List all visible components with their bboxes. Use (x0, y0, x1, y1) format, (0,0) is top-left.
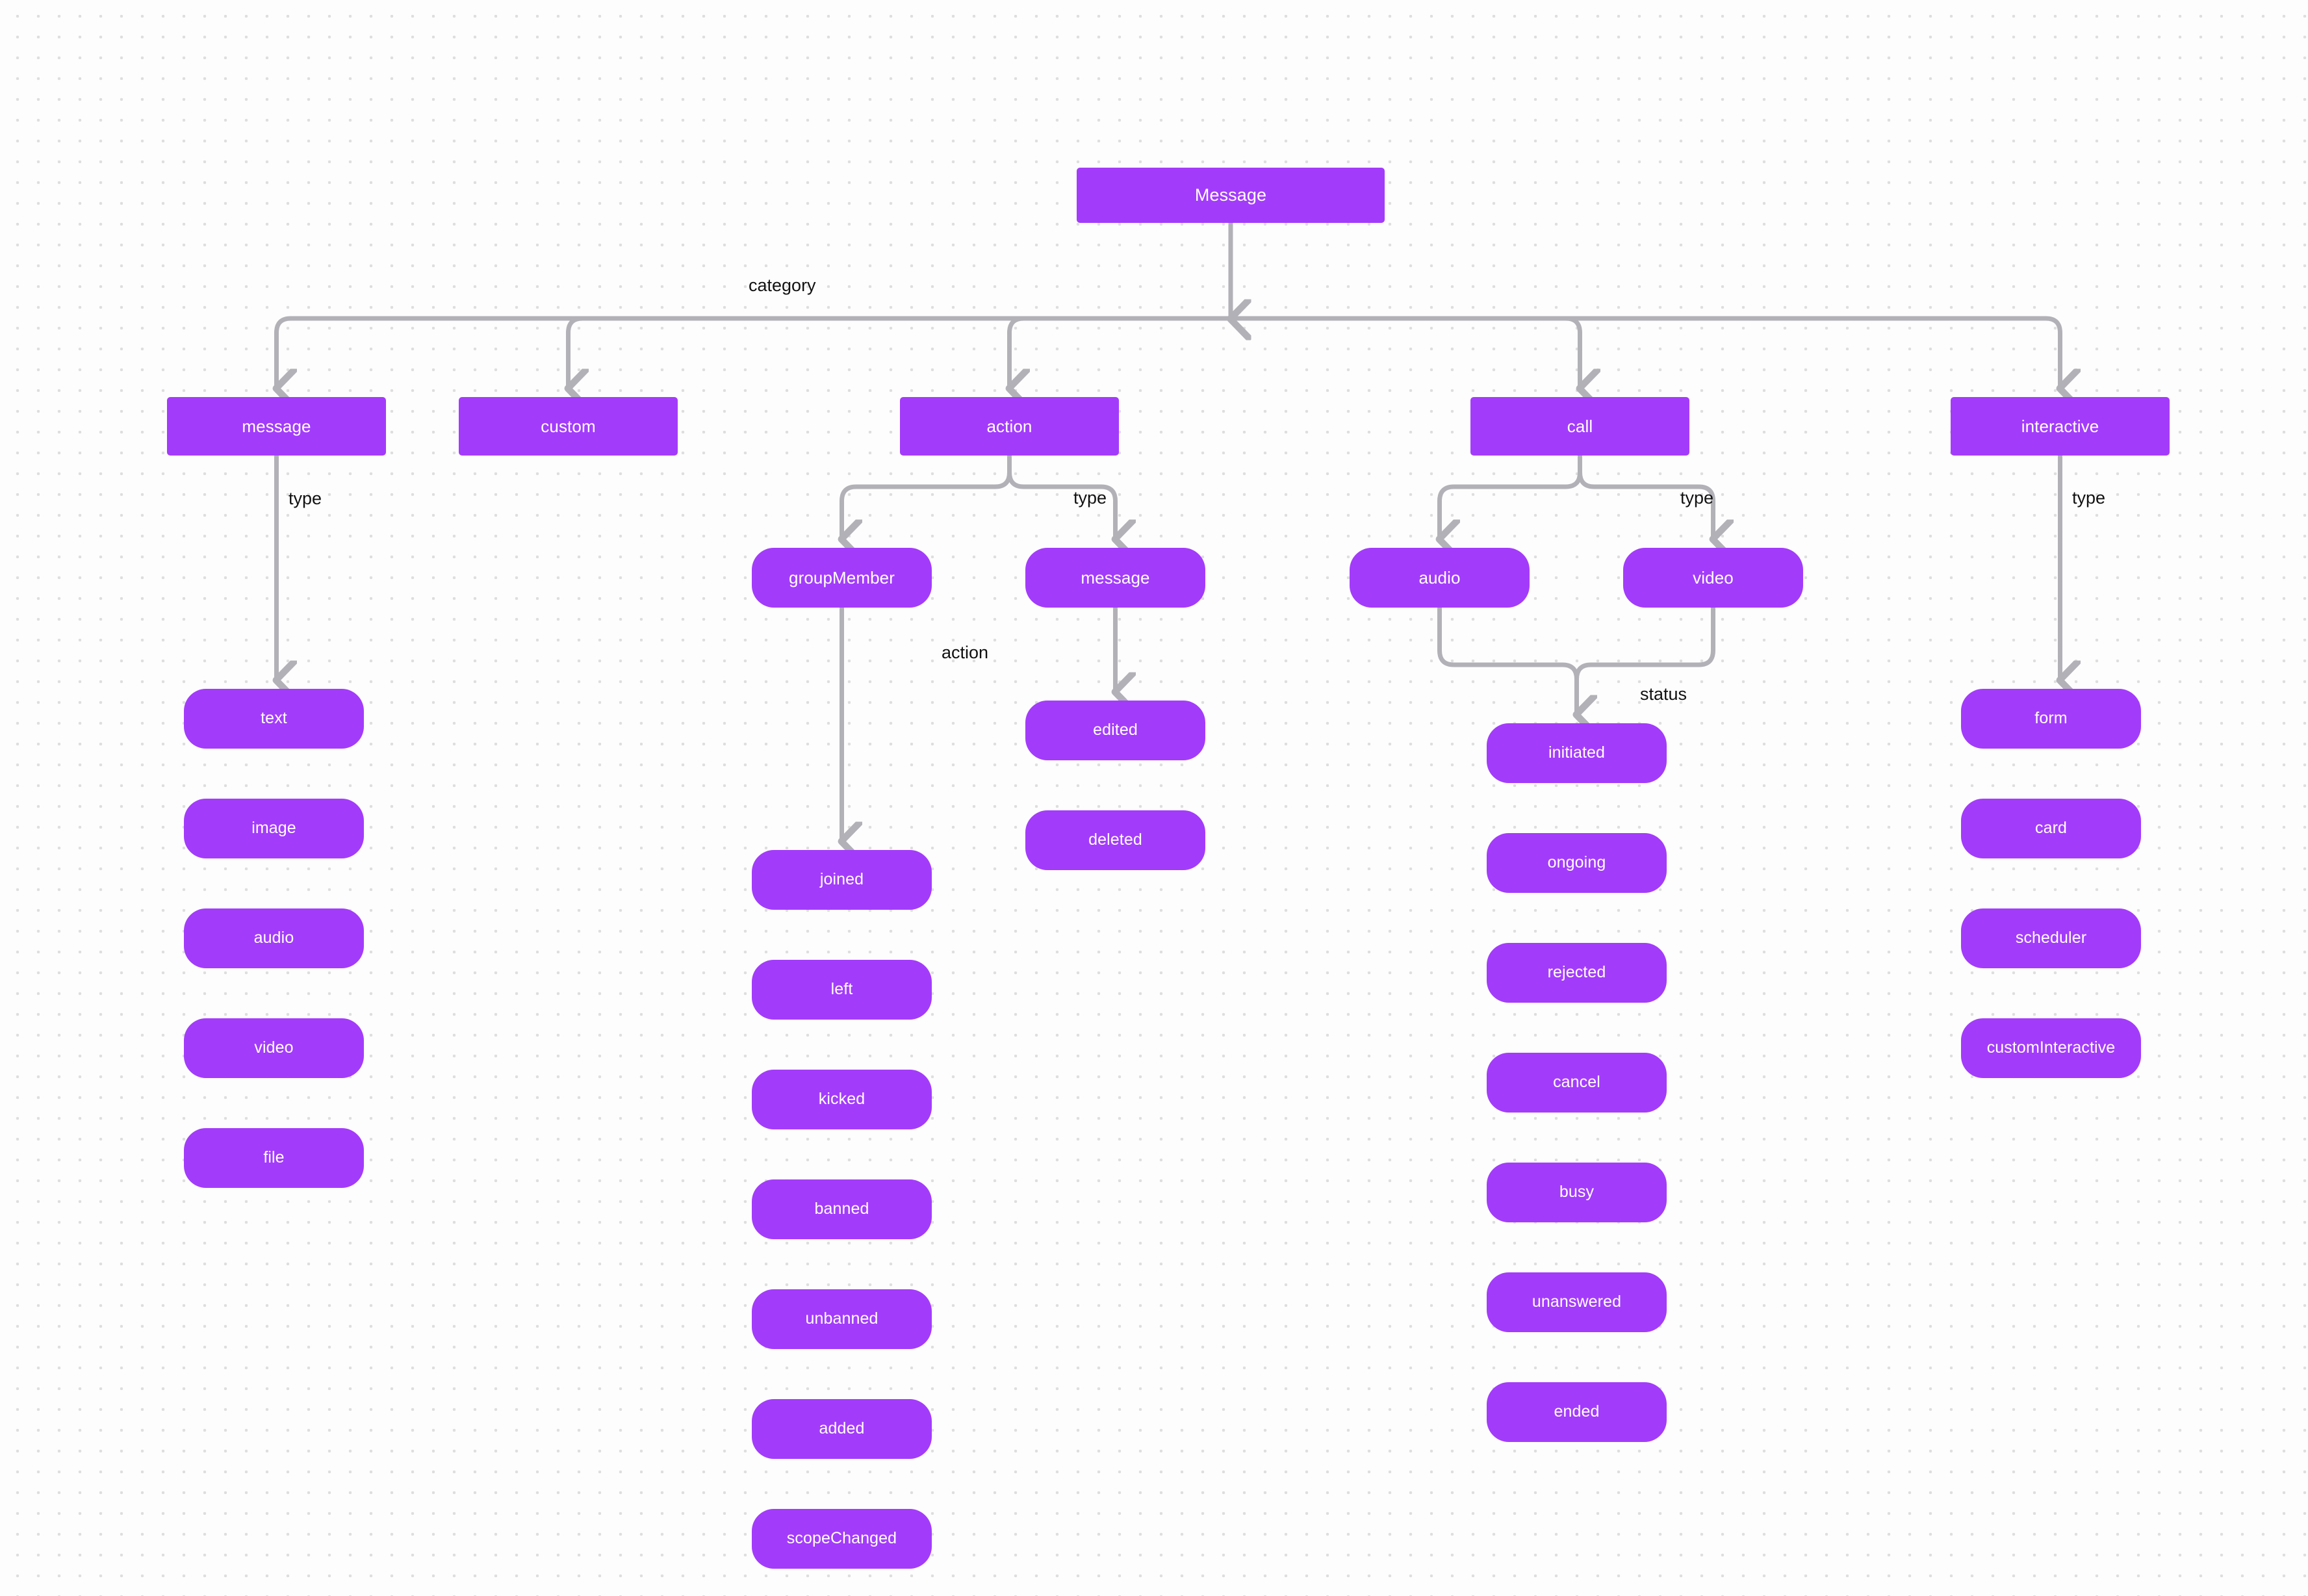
node-mid-video-3[interactable]: video (1623, 548, 1803, 608)
node-leaf-deleted[interactable]: deleted (1025, 810, 1205, 870)
node-label: deleted (1088, 830, 1142, 849)
node-leaf-file[interactable]: file (184, 1128, 364, 1188)
node-category-action[interactable]: action (900, 397, 1119, 456)
edge-label-type-4: type (2072, 488, 2106, 508)
node-label: ongoing (1547, 853, 1606, 872)
node-leaf-scope-changed[interactable]: scopeChanged (752, 1509, 932, 1569)
node-label: Message (1194, 185, 1267, 205)
node-leaf-video[interactable]: video (184, 1018, 364, 1078)
node-mid-audio-2[interactable]: audio (1350, 548, 1530, 608)
node-label: custom (541, 416, 596, 436)
node-label: video (254, 1038, 294, 1057)
node-leaf-kicked[interactable]: kicked (752, 1070, 932, 1129)
node-label: file (263, 1148, 285, 1167)
node-label: left (830, 980, 853, 999)
node-label: unbanned (805, 1309, 878, 1328)
node-leaf-custom-interactive[interactable]: customInteractive (1961, 1018, 2141, 1078)
node-label: rejected (1547, 963, 1606, 982)
edge (569, 316, 1233, 388)
node-leaf-left[interactable]: left (752, 960, 932, 1020)
node-label: customInteractive (1986, 1038, 2116, 1057)
node-leaf-initiated[interactable]: initiated (1487, 723, 1667, 783)
node-leaf-ongoing[interactable]: ongoing (1487, 833, 1667, 893)
node-label: busy (1559, 1183, 1595, 1202)
edge (1440, 453, 1582, 539)
node-label: interactive (2021, 416, 2099, 436)
edge-label-category-0: category (749, 276, 816, 295)
node-leaf-edited[interactable]: edited (1025, 701, 1205, 760)
node-label: image (251, 819, 296, 838)
edge (842, 453, 1012, 539)
node-leaf-rejected[interactable]: rejected (1487, 943, 1667, 1003)
edge (277, 316, 1233, 388)
node-label: form (2034, 709, 2068, 728)
node-leaf-card[interactable]: card (1961, 799, 2141, 858)
edge (1228, 316, 1580, 388)
node-category-call[interactable]: call (1470, 397, 1689, 456)
node-leaf-unbanned[interactable]: unbanned (752, 1289, 932, 1349)
node-label: audio (253, 929, 294, 947)
edge-label-type-2: type (1073, 488, 1107, 508)
node-leaf-ended[interactable]: ended (1487, 1382, 1667, 1442)
edge (1228, 316, 2060, 388)
edge (1437, 605, 1577, 714)
node-leaf-added[interactable]: added (752, 1399, 932, 1459)
edge-label-type-3: type (1680, 488, 1714, 508)
node-label: call (1567, 416, 1593, 436)
node-label: initiated (1548, 743, 1606, 762)
node-leaf-busy[interactable]: busy (1487, 1163, 1667, 1222)
node-leaf-form[interactable]: form (1961, 689, 2141, 749)
node-label: cancel (1553, 1073, 1600, 1092)
node-label: joined (819, 870, 864, 889)
node-category-custom[interactable]: custom (459, 397, 678, 456)
node-label: text (261, 709, 287, 728)
node-label: scopeChanged (786, 1529, 897, 1548)
node-root-message[interactable]: Message (1077, 168, 1385, 223)
node-label: added (819, 1419, 865, 1438)
node-label: groupMember (789, 567, 895, 587)
node-label: action (986, 416, 1032, 436)
node-label: message (242, 416, 311, 436)
node-mid-group-member-0[interactable]: groupMember (752, 548, 932, 608)
edge-label-status-6: status (1640, 684, 1687, 704)
node-label: ended (1554, 1402, 1600, 1421)
node-leaf-joined[interactable]: joined (752, 850, 932, 910)
node-leaf-banned[interactable]: banned (752, 1179, 932, 1239)
node-leaf-unanswered[interactable]: unanswered (1487, 1272, 1667, 1332)
node-category-interactive[interactable]: interactive (1951, 397, 2170, 456)
edge-label-action-5: action (942, 643, 989, 662)
node-label: unanswered (1532, 1293, 1622, 1311)
node-label: video (1693, 567, 1734, 587)
edge-label-type-1: type (288, 489, 322, 508)
node-leaf-image[interactable]: image (184, 799, 364, 858)
node-category-message[interactable]: message (167, 397, 386, 456)
node-leaf-text[interactable]: text (184, 689, 364, 749)
node-leaf-cancel[interactable]: cancel (1487, 1053, 1667, 1113)
node-label: edited (1093, 721, 1138, 740)
node-label: kicked (818, 1090, 866, 1109)
node-leaf-scheduler[interactable]: scheduler (1961, 908, 2141, 968)
node-label: audio (1418, 567, 1461, 587)
node-label: message (1081, 567, 1150, 587)
edge (1010, 316, 1233, 388)
node-mid-message-1[interactable]: message (1025, 548, 1205, 608)
node-label: card (2034, 819, 2068, 838)
node-label: banned (814, 1200, 869, 1218)
node-leaf-audio[interactable]: audio (184, 908, 364, 968)
node-label: scheduler (2015, 929, 2087, 947)
